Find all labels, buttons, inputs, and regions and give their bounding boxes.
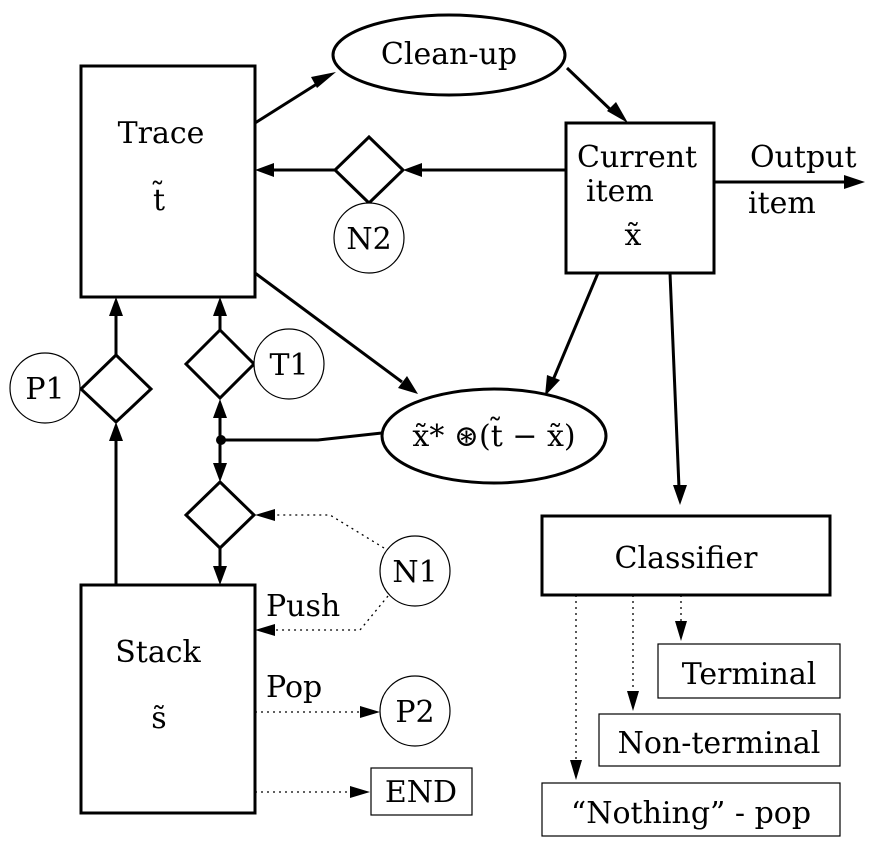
output-item-line1: Output — [750, 140, 857, 175]
combine-ellipse — [380, 387, 608, 485]
n1-to-gate-line — [272, 514, 385, 549]
nonterminal-label: Non-terminal — [618, 726, 821, 761]
control-p1: P1 — [9, 352, 81, 424]
t1-circle — [253, 328, 325, 400]
current-to-classifier-line — [668, 272, 681, 489]
p1-gate-diamond — [78, 352, 154, 425]
arrowhead-p2 — [360, 706, 380, 718]
n2-circle — [333, 202, 405, 274]
cleanup-to-current-line — [565, 66, 616, 115]
nonterminal-box — [598, 713, 841, 767]
arrowhead-end — [350, 786, 370, 798]
end-box — [370, 767, 473, 816]
arrowhead-n2-gate — [403, 163, 422, 177]
classifier-box — [540, 514, 832, 597]
n2-gate-diamond — [332, 134, 406, 206]
classifier-node: Classifier — [540, 514, 832, 597]
nothing-label: “Nothing” - pop — [571, 796, 811, 831]
combine-label: x̃* ⊛(t̃ − x̃) — [412, 416, 575, 454]
end-label: END — [385, 775, 457, 810]
p2-circle — [379, 675, 451, 747]
solid-connectors — [114, 66, 848, 585]
trace-label: Trace — [118, 116, 205, 151]
p1-label: P1 — [25, 372, 64, 407]
nothing-node: “Nothing” - pop — [541, 782, 841, 837]
current-item-node: Current item x̃ — [564, 121, 716, 275]
junction-dot — [216, 435, 226, 445]
cleanup-node: Clean-up — [331, 13, 567, 97]
terminal-box — [657, 643, 841, 699]
arrowhead-trace-t1 — [213, 297, 227, 316]
end-node: END — [370, 767, 473, 816]
arrowhead-current-top — [607, 102, 628, 123]
trace-to-cleanup-line — [254, 80, 321, 125]
current-item-symbol: x̃ — [625, 218, 642, 253]
cleanup-ellipse — [331, 13, 567, 97]
control-p2: P2 — [379, 675, 451, 747]
arrowhead-nonterminal — [627, 691, 639, 711]
arrowhead-nothing — [570, 760, 582, 780]
gates — [78, 134, 406, 551]
arrowhead-n1-gate-side — [255, 509, 275, 521]
arrowhead-p1-gate — [109, 422, 123, 441]
arrowhead-stack-push — [255, 624, 275, 636]
n1-circle — [379, 535, 451, 607]
n2-label: N2 — [346, 222, 391, 257]
pop-label: Pop — [266, 670, 322, 705]
trace-box — [79, 64, 257, 299]
current-to-combine-line — [551, 272, 600, 381]
p2-label: P2 — [395, 695, 434, 730]
arrowhead-t1-gate — [213, 399, 227, 418]
t1-label: T1 — [269, 348, 308, 383]
terminal-label: Terminal — [682, 657, 817, 692]
dotted-connectors — [255, 514, 682, 793]
current-item-line2: item — [586, 174, 654, 209]
stack-box — [79, 583, 257, 815]
arrowhead-trace-p1 — [109, 297, 123, 316]
output-item-line2: item — [748, 186, 816, 221]
p1-circle — [9, 352, 81, 424]
cleanup-label: Clean-up — [381, 37, 517, 72]
arrowhead-classifier — [673, 485, 687, 505]
arrowhead-combine-left — [398, 376, 418, 394]
arrowhead-terminal — [675, 621, 687, 641]
t1-gate-diamond — [183, 327, 257, 401]
n1-gate-diamond — [183, 479, 257, 551]
trace-node: Trace t̃ — [79, 64, 257, 299]
arrowhead-cleanup — [311, 72, 336, 88]
combine-to-junction-line — [221, 431, 383, 442]
stack-label: Stack — [115, 635, 201, 670]
trace-to-combine-line — [254, 271, 403, 384]
stack-symbol: s̃ — [151, 701, 166, 736]
nothing-box — [541, 782, 841, 837]
control-t1: T1 — [253, 328, 325, 400]
n1-push-to-stack-line — [272, 595, 389, 631]
control-n2: N2 — [333, 202, 405, 274]
trace-symbol: t̃ — [152, 180, 165, 218]
arrowhead-n1-gate-top — [213, 463, 227, 482]
current-item-box — [564, 121, 716, 275]
combine-node: x̃* ⊛(t̃ − x̃) — [380, 387, 608, 485]
terminal-node: Terminal — [657, 643, 841, 699]
arrowhead-stack-top — [213, 566, 227, 585]
control-n1: N1 — [379, 535, 451, 607]
arrowhead-trace-right — [255, 163, 274, 177]
nonterminal-node: Non-terminal — [598, 713, 841, 767]
stack-node: Stack s̃ — [79, 583, 257, 815]
classifier-label: Classifier — [615, 541, 759, 576]
arrowhead-combine-right — [545, 375, 560, 396]
n1-label: N1 — [392, 555, 437, 590]
current-item-line1: Current — [577, 140, 697, 175]
arrowhead-output — [844, 175, 865, 189]
arrowheads — [109, 72, 865, 798]
push-label: Push — [266, 589, 340, 624]
